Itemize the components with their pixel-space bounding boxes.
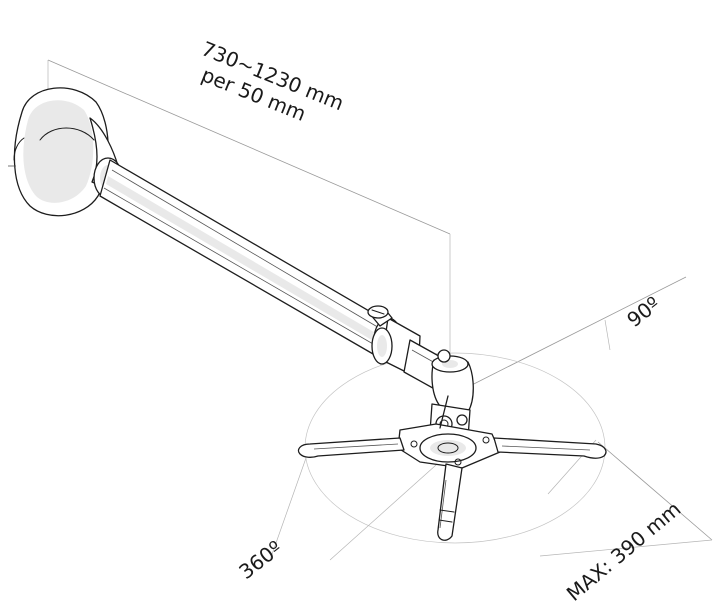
telescopic-tube	[99, 159, 389, 359]
rotation-angle-label: 360º	[234, 536, 286, 584]
locking-knob[interactable]	[367, 305, 393, 327]
tilt-angle-label: 90º	[622, 292, 664, 332]
tilt-dimension-lines	[445, 276, 687, 399]
max-reach-label: MAX: 390 mm	[562, 497, 686, 606]
spider-bracket	[297, 395, 607, 541]
